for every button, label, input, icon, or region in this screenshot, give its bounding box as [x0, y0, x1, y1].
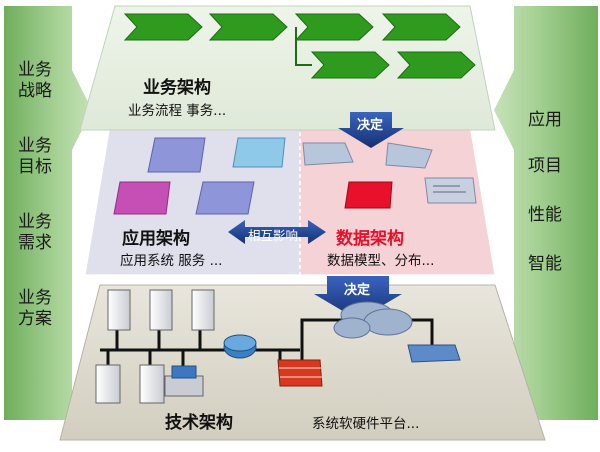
printer-icon	[164, 365, 204, 397]
business-subtitle: 业务流程 事务...	[128, 103, 227, 119]
data-icons	[302, 142, 477, 209]
left-item-solution: 业务方案	[18, 288, 52, 329]
server-icons	[95, 289, 215, 404]
decide-label-top: 决定	[357, 118, 384, 133]
application-title: 应用架构	[122, 229, 190, 249]
left-item-strategy: 业务战略	[18, 60, 52, 101]
application-icons	[113, 137, 286, 215]
business-flow-icons	[123, 13, 476, 79]
left-side-arrow	[4, 6, 92, 420]
right-side-arrow	[494, 6, 598, 420]
left-item-goal: 业务目标	[18, 136, 52, 177]
decide-arrow-bottom	[314, 276, 402, 320]
data-title: 数据架构	[336, 229, 404, 249]
flow-connector	[295, 27, 312, 66]
decide-label-bottom: 决定	[344, 283, 371, 298]
cloud-icon	[333, 301, 413, 339]
mutual-influence-label: 相互影响	[248, 228, 299, 243]
technology-title: 技术架构	[165, 413, 233, 433]
data-subtitle: 数据模型、分布...	[327, 253, 435, 269]
router-icon	[223, 334, 257, 359]
firewall-icon	[277, 359, 323, 387]
technology-subtitle: 系统软硬件平台...	[312, 416, 420, 432]
right-item-project: 项目	[528, 156, 562, 176]
switch-icon	[407, 344, 461, 363]
business-title: 业务架构	[143, 78, 211, 98]
left-item-requirement: 业务需求	[18, 212, 52, 253]
right-item-intelligence: 智能	[528, 254, 562, 274]
application-subtitle: 应用系统 服务 ...	[120, 253, 223, 269]
right-item-performance: 性能	[528, 205, 562, 225]
decide-arrow-top	[338, 112, 404, 148]
mutual-influence-arrow	[228, 220, 326, 244]
right-item-application: 应用	[528, 110, 562, 130]
